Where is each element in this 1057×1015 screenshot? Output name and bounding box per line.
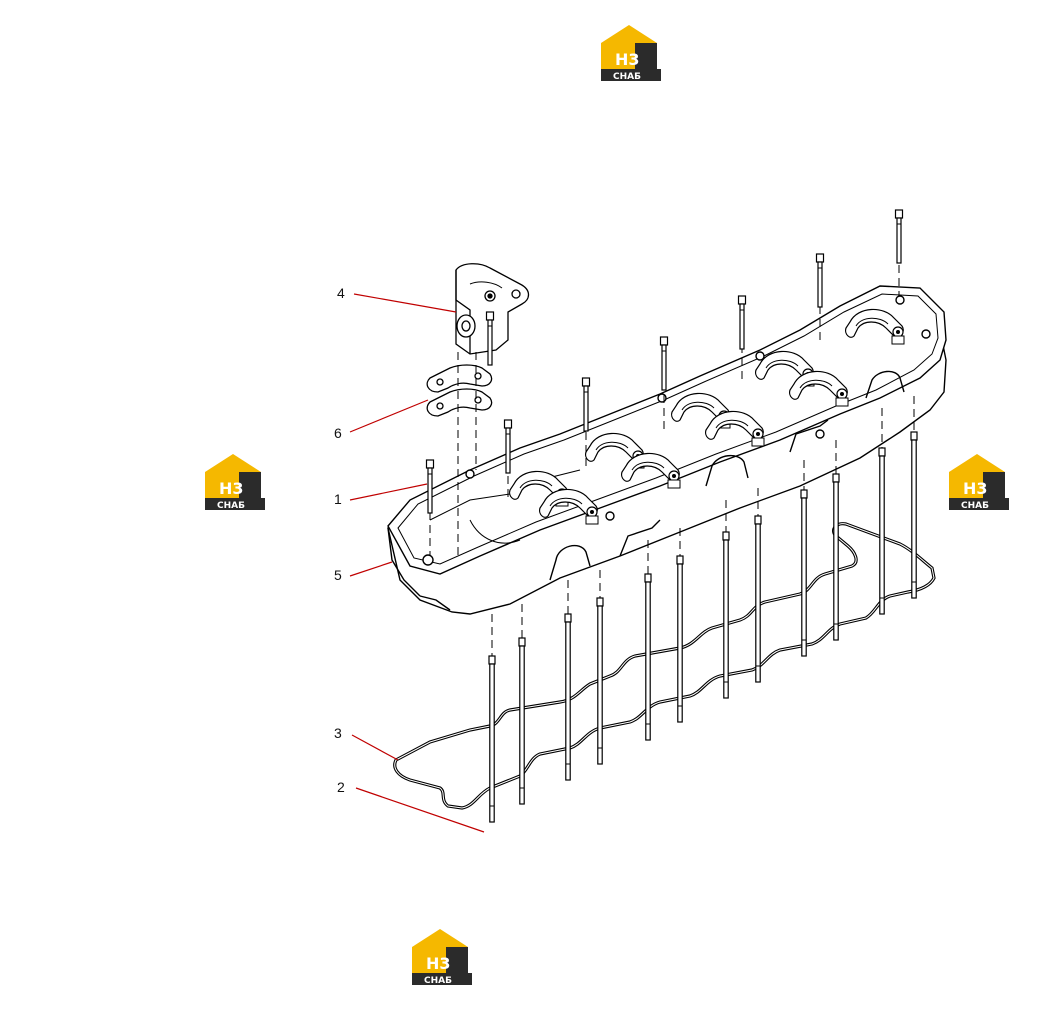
callout-5: 5 <box>334 561 393 583</box>
watermark-logo-right: Н3 СНАБ <box>949 454 1009 511</box>
callout-number: 3 <box>334 725 342 741</box>
callout-number: 5 <box>334 567 342 583</box>
watermark-logo-left: Н3 СНАБ <box>205 454 265 511</box>
watermark-logo-top: Н3 СНАБ <box>601 25 661 82</box>
watermark-logo-bottom: Н3 СНАБ <box>412 929 472 986</box>
callout-4: 4 <box>337 285 457 313</box>
watermark-text-bottom: СНАБ <box>217 501 245 511</box>
callout-leader <box>349 483 428 501</box>
callout-2: 2 <box>337 779 485 833</box>
callout-1: 1 <box>334 483 428 507</box>
watermark-text-top: Н3 <box>963 479 988 498</box>
callout-3: 3 <box>334 725 399 761</box>
callout-leader <box>349 561 393 577</box>
callout-number: 6 <box>334 425 342 441</box>
watermark-text-bottom: СНАБ <box>961 501 989 511</box>
callout-leader <box>351 734 399 761</box>
callout-leader <box>355 787 485 833</box>
watermark-text-top: Н3 <box>426 954 451 973</box>
callout-number: 4 <box>337 285 345 301</box>
watermark-text-bottom: СНАБ <box>613 72 641 82</box>
callouts: 1 2 3 4 5 6 <box>334 285 485 833</box>
callout-number: 1 <box>334 491 342 507</box>
callout-number: 2 <box>337 779 345 795</box>
callout-leader <box>353 293 457 313</box>
callout-leader <box>349 399 429 433</box>
watermark-text-top: Н3 <box>615 50 640 69</box>
watermark-text-bottom: СНАБ <box>424 976 452 986</box>
rocker-bracket <box>455 263 530 355</box>
callout-6: 6 <box>334 399 429 441</box>
spacer-plates <box>426 364 493 417</box>
watermark-text-top: Н3 <box>219 479 244 498</box>
alignment-lines <box>429 265 915 660</box>
